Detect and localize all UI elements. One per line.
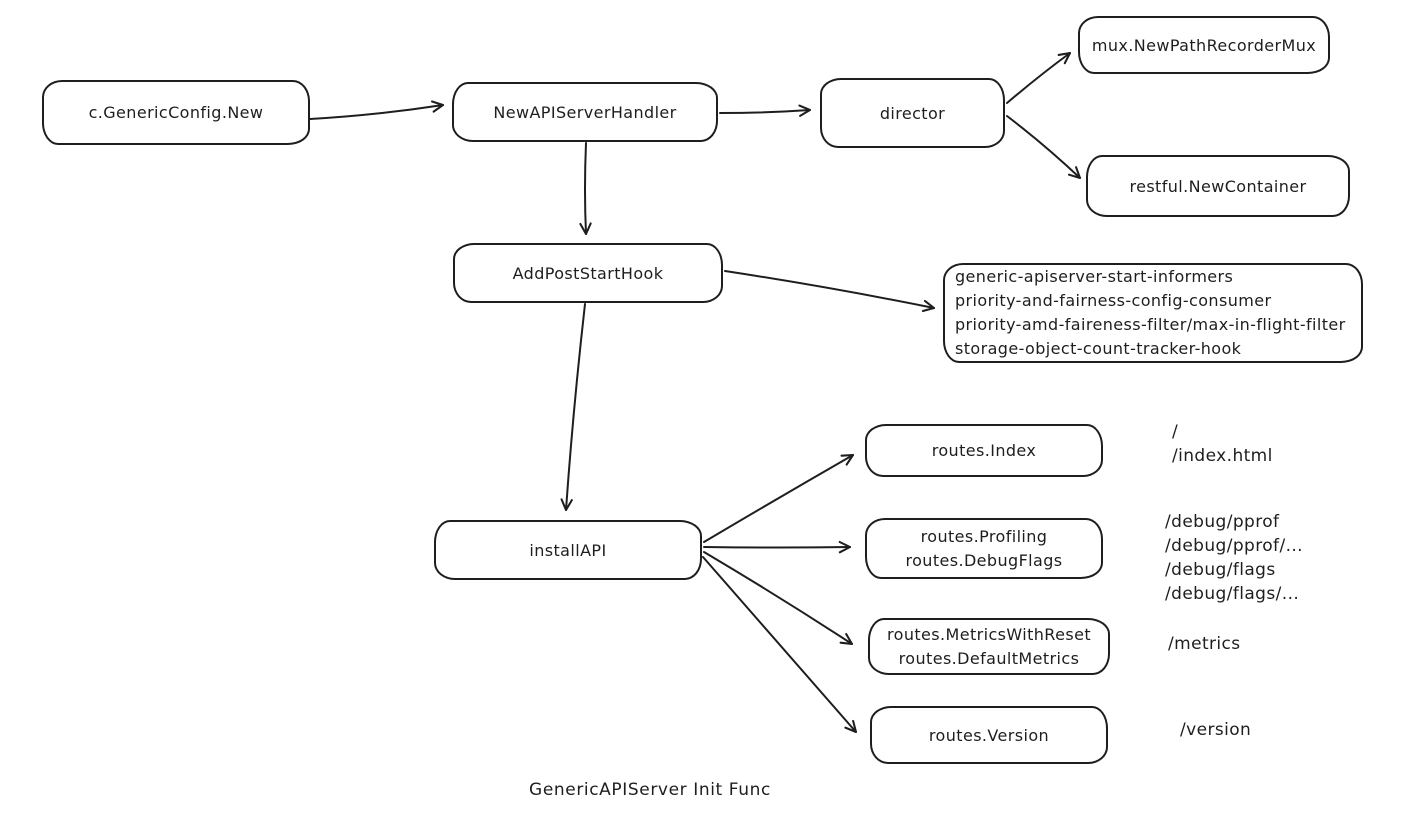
node-label: installAPI (529, 540, 607, 560)
node-label: c.GenericConfig.New (88, 103, 264, 122)
hook-name: priority-amd-faireness-filter/max-in-fli… (955, 315, 1346, 334)
path-label-metrics: /metrics (1168, 632, 1241, 656)
node-label: director (879, 103, 946, 123)
node-director: director (820, 78, 1005, 148)
node-label: restful.NewContainer (1129, 176, 1307, 196)
route-path: /debug/flags/... (1165, 584, 1300, 604)
path-label-index: / /index.html (1172, 420, 1273, 468)
arrow-handler-to-addpoststarthook (579, 142, 592, 236)
node-generic-config-new: c.GenericConfig.New (42, 80, 310, 145)
node-label: NewAPIServerHandler (493, 102, 677, 122)
arrow-director-to-mux (1006, 51, 1072, 104)
route-path: /debug/flags (1165, 560, 1276, 580)
path-label-version: /version (1180, 718, 1251, 742)
hook-name: generic-apiserver-start-informers (955, 267, 1234, 286)
node-label: AddPostStartHook (512, 263, 664, 283)
route-path: /debug/pprof (1165, 512, 1280, 532)
node-label: routes.Version (928, 725, 1050, 745)
node-label: routes.DebugFlags (905, 550, 1063, 570)
node-label: mux.NewPathRecorderMux (1091, 35, 1317, 55)
route-path: / (1172, 422, 1179, 442)
route-path: /index.html (1172, 446, 1273, 466)
node-add-post-start-hook: AddPostStartHook (453, 243, 723, 303)
node-post-start-hooks-list: generic-apiserver-start-informers priori… (943, 263, 1363, 363)
arrow-genericconfig-to-handler (309, 100, 445, 120)
hook-name: priority-and-fairness-config-consumer (955, 291, 1272, 310)
node-label: routes.MetricsWithReset (887, 624, 1091, 644)
node-routes-version: routes.Version (870, 706, 1108, 764)
node-label: routes.Index (931, 441, 1037, 460)
node-label: routes.Profiling (920, 526, 1048, 546)
hook-name: storage-object-count-tracker-hook (955, 339, 1242, 358)
arrow-installapi-to-metrics (703, 551, 854, 646)
node-new-apiserver-handler: NewAPIServerHandler (452, 82, 718, 142)
arrow-addpoststarthook-to-hooks (724, 270, 936, 313)
route-path: /debug/pprof/... (1165, 536, 1303, 556)
arrow-addpoststarthook-to-installapi (560, 303, 586, 512)
arrow-installapi-to-version (702, 556, 858, 734)
arrow-director-to-restful (1006, 115, 1082, 180)
arrow-installapi-to-index (703, 453, 855, 543)
node-routes-profiling-debugflags: routes.Profiling routes.DebugFlags (865, 518, 1103, 579)
node-restful-new-container: restful.NewContainer (1086, 155, 1350, 217)
node-routes-metrics: routes.MetricsWithReset routes.DefaultMe… (868, 618, 1110, 675)
node-mux-new-path-recorder-mux: mux.NewPathRecorderMux (1078, 16, 1330, 74)
diagram-caption: GenericAPIServer Init Func (529, 780, 771, 800)
route-path: /metrics (1168, 634, 1241, 654)
node-install-api: installAPI (434, 520, 702, 580)
arrow-handler-to-director (719, 104, 812, 117)
node-label: routes.DefaultMetrics (898, 648, 1080, 668)
route-path: /version (1180, 720, 1252, 740)
path-label-debug: /debug/pprof /debug/pprof/... /debug/fla… (1165, 510, 1303, 606)
node-routes-index: routes.Index (865, 424, 1103, 477)
arrow-installapi-to-profiling (703, 540, 852, 554)
